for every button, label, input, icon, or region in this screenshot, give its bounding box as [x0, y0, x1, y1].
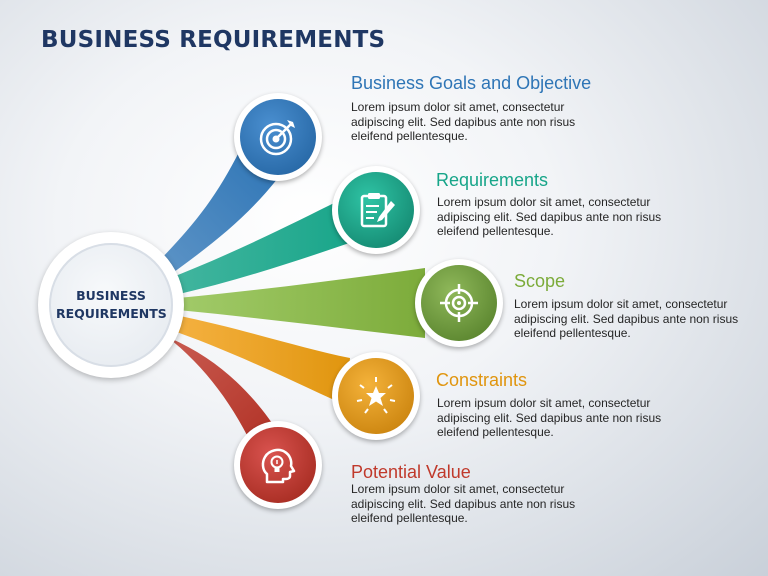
node-goals	[234, 93, 322, 181]
target-icon	[259, 120, 295, 156]
ribbon-blue	[150, 150, 278, 282]
crosshair-icon	[440, 284, 478, 322]
star-burst-icon	[356, 377, 396, 414]
desc-goals: Lorem ipsum dolor sit amet, consectetur …	[351, 100, 576, 143]
heading-goals: Business Goals and Objective	[351, 73, 592, 93]
central-hub-circle: BUSINESS REQUIREMENTS	[38, 232, 184, 378]
node-potential-value	[234, 421, 322, 509]
head-idea-icon	[261, 448, 296, 484]
heading-potential-value: Potential Value	[351, 462, 471, 482]
ribbon-green	[178, 268, 425, 338]
heading-scope: Scope	[514, 271, 566, 291]
desc-constraints: Lorem ipsum dolor sit amet, consectetur …	[437, 396, 662, 439]
heading-constraints: Constraints	[436, 370, 528, 390]
node-scope	[415, 259, 503, 347]
clipboard-icon	[360, 193, 395, 228]
desc-requirements: Lorem ipsum dolor sit amet, consectetur …	[437, 195, 662, 238]
desc-scope: Lorem ipsum dolor sit amet, consectetur …	[514, 297, 739, 340]
ribbon-teal	[165, 200, 358, 295]
desc-potential-value: Lorem ipsum dolor sit amet, consectetur …	[351, 482, 576, 525]
node-constraints	[332, 352, 420, 440]
node-requirements	[332, 166, 420, 254]
page-title: BUSINESS REQUIREMENTS	[41, 27, 386, 53]
ribbon-orange	[165, 315, 350, 405]
heading-requirements: Requirements	[436, 170, 549, 190]
hub-label: BUSINESS REQUIREMENTS	[56, 288, 167, 321]
ribbon-red	[158, 330, 282, 445]
